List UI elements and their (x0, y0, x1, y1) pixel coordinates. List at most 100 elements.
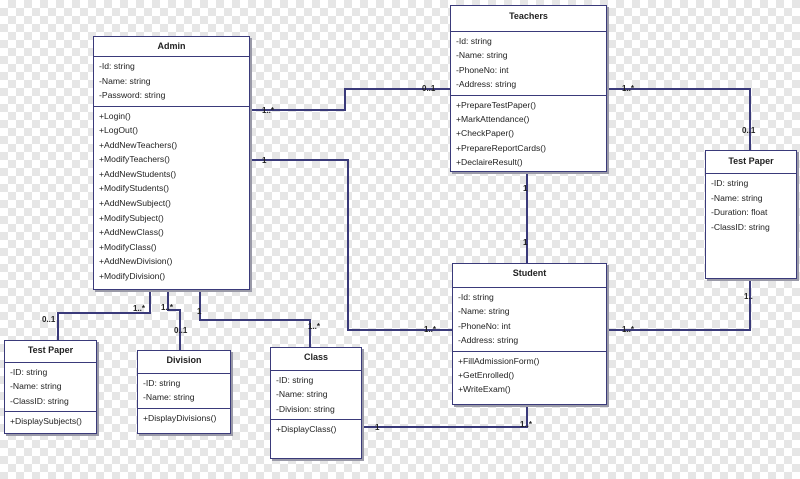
testpaper-left-class-name: Test Paper (5, 341, 96, 363)
multiplicity-label: 1..* (161, 303, 174, 312)
method: +PrepareTestPaper() (456, 99, 537, 110)
division-class-name: Division (138, 351, 230, 374)
method: +ModifyDivision() (99, 271, 166, 282)
method: +ModifyStudents() (99, 183, 169, 194)
attribute: -ClassID: string (711, 221, 770, 232)
attribute: -Name: string (143, 392, 195, 403)
method: +DisplayClass() (276, 424, 337, 435)
attribute: -Duration: float (711, 207, 768, 218)
method: +DisplayDivisions() (143, 412, 217, 423)
multiplicity-label: 1.. (744, 292, 753, 301)
attribute: -Password: string (99, 90, 166, 100)
testpaper-right-attributes: -ID: string -Name: string -Duration: flo… (706, 174, 796, 237)
division-methods: +DisplayDivisions() (138, 409, 230, 428)
teachers-methods: +PrepareTestPaper() +MarkAttendance() +C… (451, 96, 606, 173)
multiplicity-label: 1 (523, 238, 528, 247)
multiplicity-label: 1..* (622, 325, 635, 334)
attribute: -Name: string (276, 389, 328, 400)
testpaper-student-line (605, 278, 751, 331)
student-class-box[interactable]: Student -Id: string -Name: string -Phone… (452, 263, 607, 405)
method: +WriteExam() (458, 384, 511, 395)
multiplicity-label: 1 (523, 184, 528, 193)
method: +AddNewClass() (99, 227, 164, 238)
method: +AddNewStudents() (99, 168, 177, 179)
attribute: -PhoneNo: int (458, 320, 511, 331)
multiplicity-label: 0..1 (42, 315, 56, 324)
attribute: -Address: string (458, 335, 519, 346)
testpaper-right-class-name: Test Paper (706, 151, 796, 174)
admin-teachers-line (248, 88, 450, 111)
method: +FillAdmissionForm() (458, 355, 540, 366)
testpaper-right-class-box[interactable]: Test Paper -ID: string -Name: string -Du… (705, 150, 797, 279)
class-student-line (360, 404, 528, 428)
teachers-class-name: Teachers (451, 6, 606, 32)
division-class-box[interactable]: Division -ID: string -Name: string +Disp… (137, 350, 231, 434)
admin-class-line (199, 289, 311, 347)
method: +CheckPaper() (456, 128, 515, 139)
admin-division-line (167, 289, 181, 350)
teachers-testpaper-line (605, 88, 751, 150)
admin-student-line (248, 159, 452, 331)
multiplicity-label: 1 (262, 156, 267, 165)
attribute: -Name: string (458, 306, 510, 317)
class-class-name: Class (271, 348, 361, 371)
teachers-class-box[interactable]: Teachers -Id: string -Name: string -Phon… (450, 5, 607, 172)
multiplicity-label: 0..1 (422, 84, 436, 93)
multiplicity-label: 1..* (133, 304, 146, 313)
student-methods: +FillAdmissionForm() +GetEnrolled() +Wri… (453, 352, 606, 400)
attribute: -Division: string (276, 403, 335, 414)
multiplicity-label: 1..* (424, 325, 437, 334)
attribute: -Name: string (711, 192, 763, 203)
method: +PrepareReportCards() (456, 142, 547, 153)
attribute: -Name: string (99, 75, 151, 86)
admin-testpaper-line (57, 289, 151, 340)
multiplicity-label: 1..* (262, 106, 275, 115)
method: +ModifyClass() (99, 241, 157, 252)
method: +AddNewTeachers() (99, 139, 178, 150)
multiplicity-label: 1..* (308, 322, 321, 331)
multiplicity-label: 1 (197, 307, 202, 316)
multiplicity-label: 1..* (520, 420, 533, 429)
attribute: -Address: string (456, 79, 517, 90)
multiplicity-label: 1..* (622, 84, 635, 93)
class-attributes: -ID: string -Name: string -Division: str… (271, 371, 361, 421)
multiplicity-label: 0..1 (174, 326, 188, 335)
attribute: -ID: string (143, 378, 181, 388)
attribute: -Id: string (456, 36, 492, 46)
method: +AddNewSubject() (99, 198, 171, 209)
method: +MarkAttendance() (456, 114, 530, 125)
attribute: -ID: string (276, 375, 314, 385)
admin-attributes: -Id: string -Name: string -Password: str… (94, 57, 249, 107)
testpaper-left-class-box[interactable]: Test Paper -ID: string -Name: string -Cl… (4, 340, 97, 434)
method: +Login() (99, 110, 131, 121)
attribute: -Id: string (99, 61, 135, 71)
testpaper-left-methods: +DisplaySubjects() (5, 412, 96, 431)
method: +DeclaireResult() (456, 157, 523, 168)
attribute: -ID: string (711, 178, 749, 188)
attribute: -PhoneNo: int (456, 64, 509, 75)
class-methods: +DisplayClass() (271, 420, 361, 439)
method: +GetEnrolled() (458, 370, 515, 381)
attribute: -Id: string (458, 292, 494, 302)
admin-class-name: Admin (94, 37, 249, 57)
student-attributes: -Id: string -Name: string -PhoneNo: int … (453, 288, 606, 352)
class-class-box[interactable]: Class -ID: string -Name: string -Divisio… (270, 347, 362, 459)
multiplicity-label: 1 (375, 423, 380, 432)
admin-class-box[interactable]: Admin -Id: string -Name: string -Passwor… (93, 36, 250, 290)
student-class-name: Student (453, 264, 606, 288)
method: +LogOut() (99, 125, 138, 136)
attribute: -ClassID: string (10, 395, 69, 406)
method: +ModifySubject() (99, 212, 164, 223)
attribute: -Name: string (10, 381, 62, 392)
testpaper-left-attributes: -ID: string -Name: string -ClassID: stri… (5, 363, 96, 413)
method: +AddNewDivision() (99, 256, 173, 267)
teachers-attributes: -Id: string -Name: string -PhoneNo: int … (451, 32, 606, 96)
method: +ModifyTeachers() (99, 154, 170, 165)
division-attributes: -ID: string -Name: string (138, 374, 230, 409)
attribute: -ID: string (10, 367, 48, 377)
attribute: -Name: string (456, 50, 508, 61)
admin-methods: +Login() +LogOut() +AddNewTeachers() +Mo… (94, 107, 249, 287)
multiplicity-label: 0..1 (742, 126, 756, 135)
method: +DisplaySubjects() (10, 416, 82, 427)
